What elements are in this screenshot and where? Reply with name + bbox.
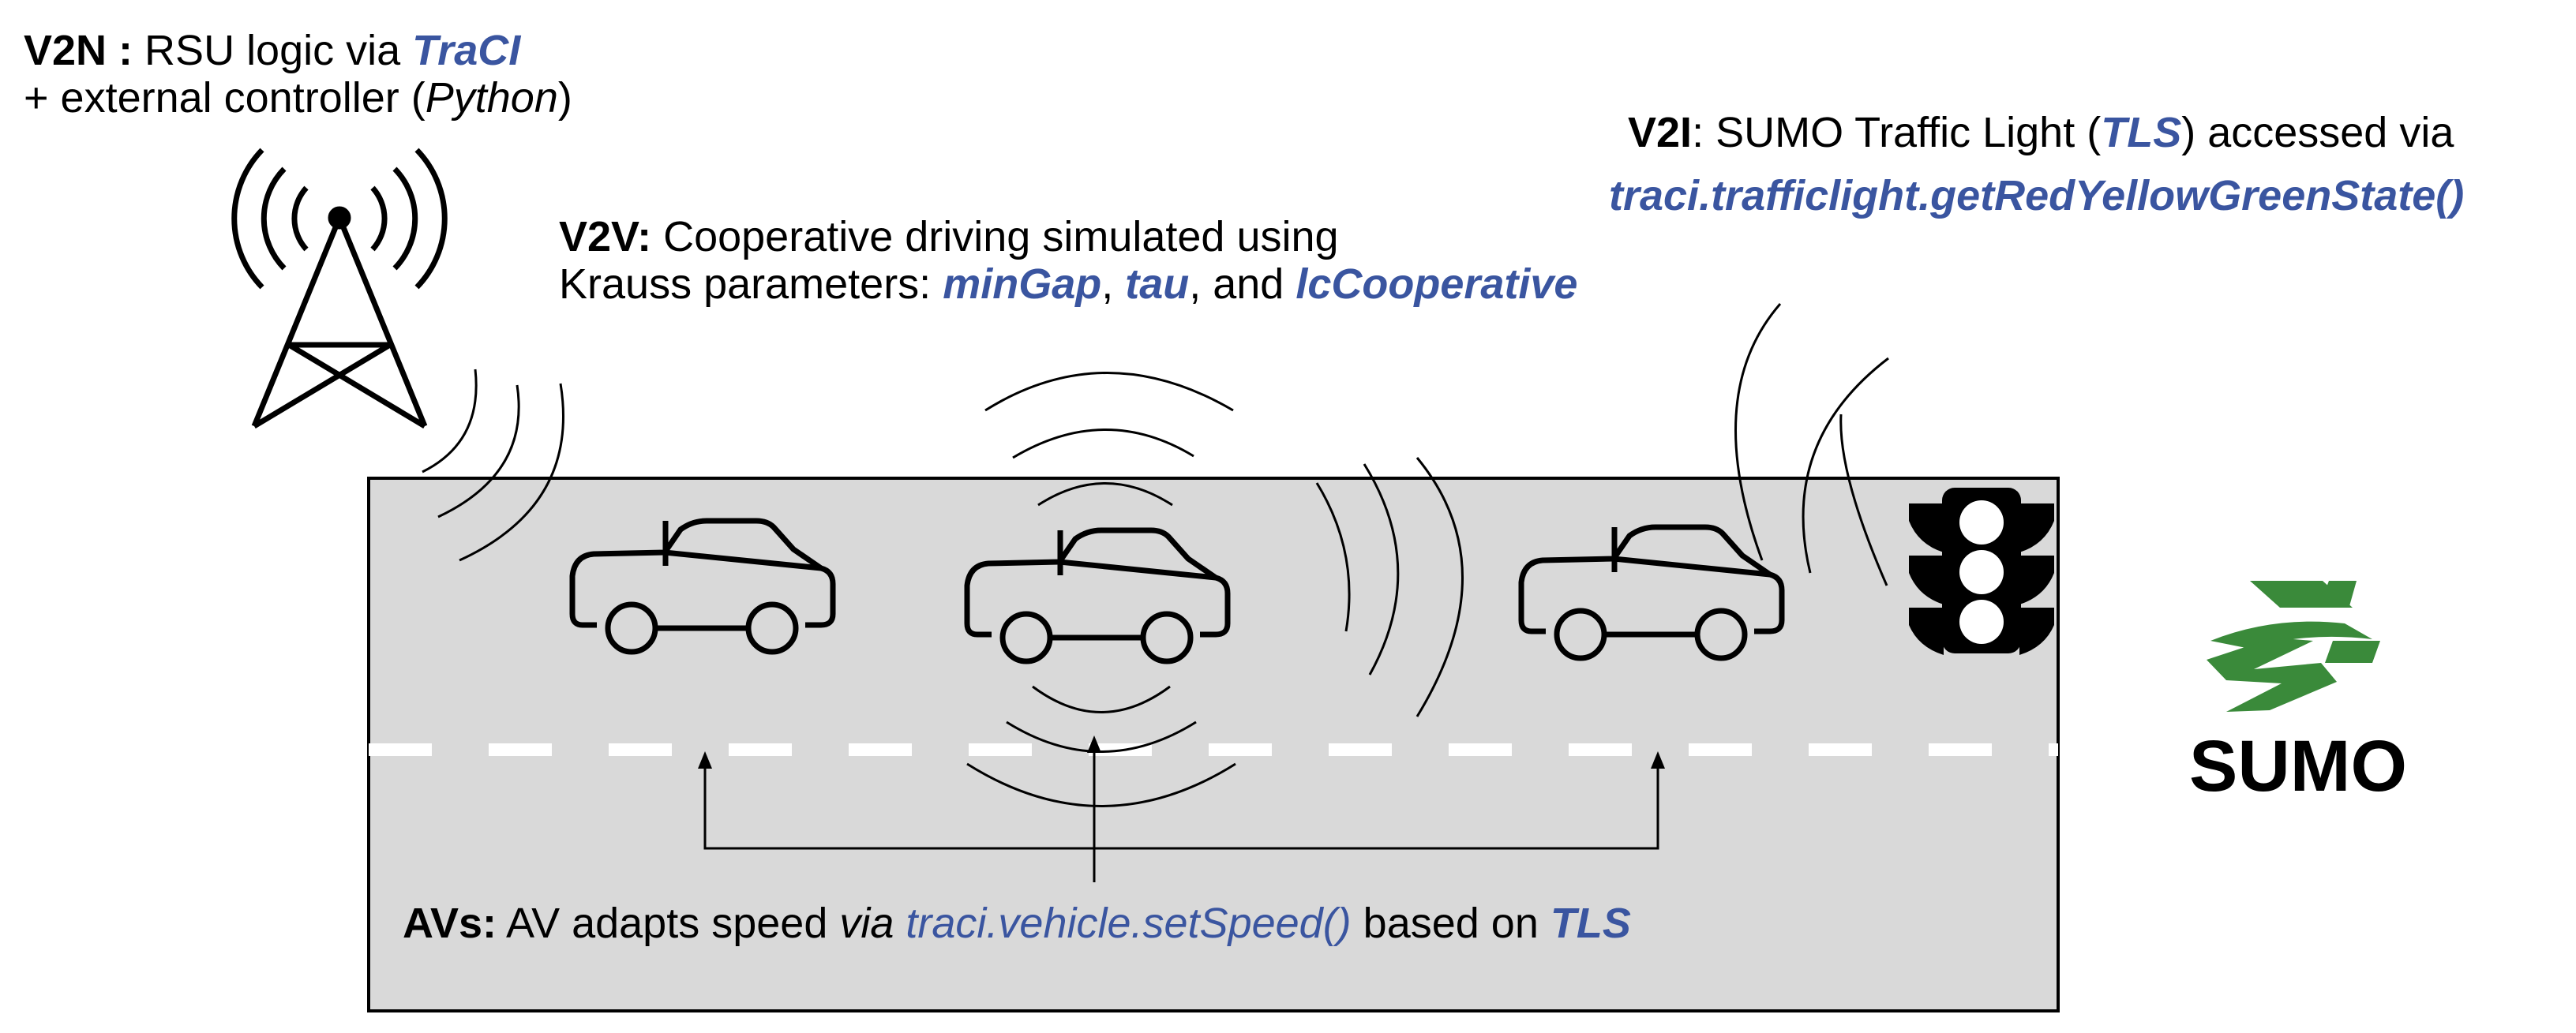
v2v-param-lccooperative: lcCooperative: [1295, 260, 1578, 309]
signal-waves: [422, 303, 1889, 807]
v2v-description: V2V: Cooperative driving simulated using…: [559, 213, 1577, 309]
car-icon: [964, 527, 1231, 664]
car-icon: [569, 518, 836, 655]
arrow-heads: [698, 735, 1665, 769]
v2n-line2-b: ): [557, 74, 572, 122]
v2n-text: RSU logic via: [133, 27, 413, 74]
v2v-param-tau: tau: [1125, 260, 1190, 309]
v2n-language: Python: [425, 74, 558, 122]
v2i-description: V2I: SUMO Traffic Light (TLS) accessed v…: [1628, 109, 2454, 156]
v2n-line2-a: + external controller (: [24, 74, 426, 122]
v2i-label: V2I: [1628, 109, 1693, 156]
avs-text-b: based on: [1351, 900, 1550, 947]
avs-label: AVs:: [403, 900, 497, 947]
v2n-description: V2N : RSU logic via TraCI + external con…: [24, 27, 572, 122]
avs-via: via: [839, 900, 894, 947]
v2v-line2-a: Krauss parameters:: [559, 260, 943, 309]
car-icon: [1518, 524, 1785, 661]
speed-control-arrows: [703, 750, 1659, 882]
sumo-logo-text: SUMO: [2189, 726, 2407, 807]
avs-tls: TLS: [1550, 900, 1631, 947]
v2v-text: Cooperative driving simulated using: [651, 213, 1339, 260]
v2i-text-a: : SUMO Traffic Light (: [1692, 109, 2102, 156]
v2v-sep1: ,: [1101, 260, 1126, 309]
sumo-logo-icon: [2207, 581, 2380, 712]
traffic-light-icon: [1909, 488, 2054, 655]
v2i-tls: TLS: [2101, 109, 2182, 156]
v2v-label: V2V:: [559, 213, 652, 260]
v2v-param-mingap: minGap: [943, 260, 1102, 309]
avs-api-call: traci.vehicle.setSpeed(): [906, 900, 1352, 947]
avs-description: AVs: AV adapts speed via traci.vehicle.s…: [403, 900, 1631, 947]
v2n-tool: TraCI: [412, 27, 521, 74]
antenna-tower-icon: [231, 148, 448, 429]
v2i-api-call: traci.trafficlight.getRedYellowGreenStat…: [1609, 172, 2465, 219]
v2n-label: V2N :: [24, 27, 133, 74]
v2i-text-b: ) accessed via: [2181, 109, 2454, 156]
v2v-sep2: , and: [1189, 260, 1296, 309]
v2i-api: traci.trafficlight.getRedYellowGreenStat…: [1609, 172, 2464, 219]
avs-text-a: AV adapts speed: [497, 900, 840, 947]
